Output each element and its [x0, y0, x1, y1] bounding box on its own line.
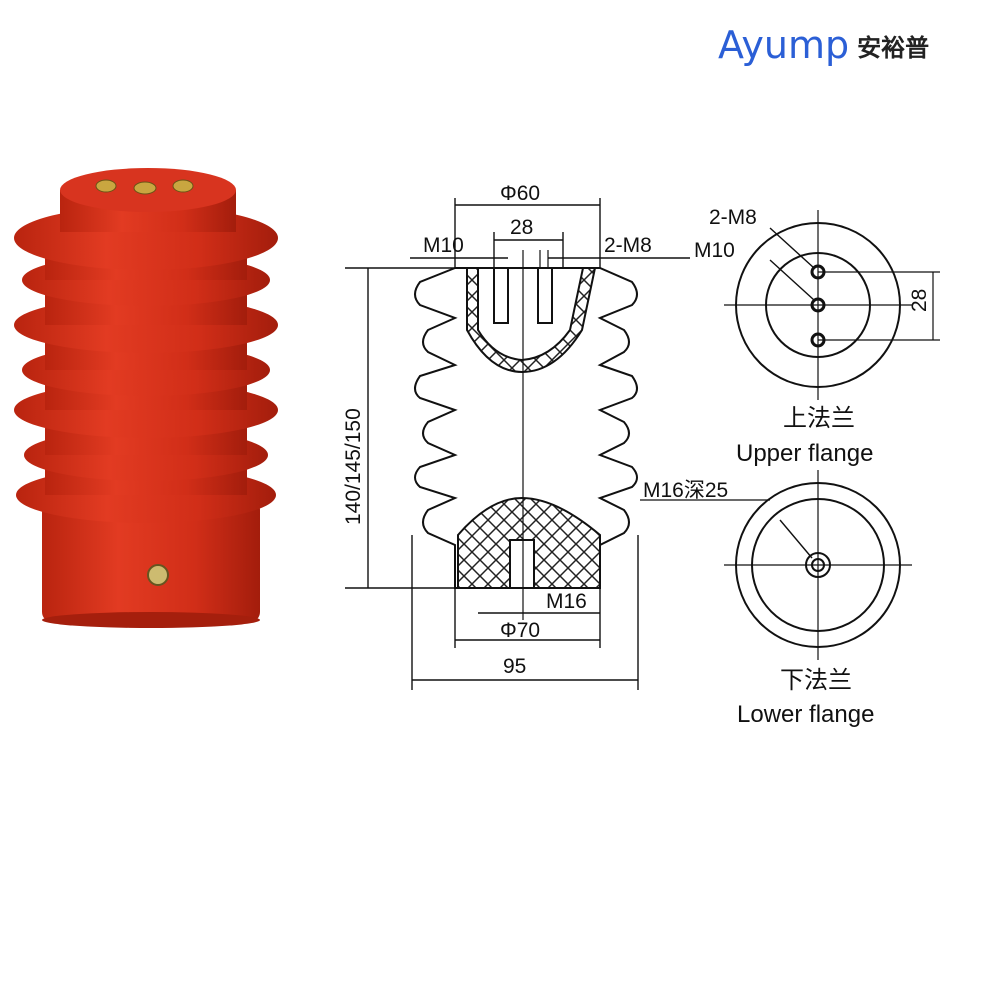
upper-m10: M10 — [694, 239, 735, 262]
logo-latin: Ayump — [718, 23, 850, 67]
upper-2m8: 2-M8 — [709, 206, 757, 229]
lower-hole-outer — [805, 552, 831, 578]
upper-flange-view — [724, 210, 940, 400]
dim-phi60: Φ60 — [500, 182, 540, 205]
dim-phi70: Φ70 — [500, 619, 540, 642]
brand-logo: Ayump 安裕普 — [718, 20, 929, 70]
upper-dim-28: 28 — [908, 289, 931, 312]
dimension-lines — [345, 198, 690, 690]
photo-insert — [95, 179, 117, 193]
dim-height: 140/145/150 — [342, 408, 365, 525]
dim-95: 95 — [503, 655, 526, 678]
lower-flange-view — [640, 470, 912, 660]
dim-m10: M10 — [423, 234, 464, 257]
logo-chinese: 安裕普 — [857, 33, 930, 62]
photo-insert — [172, 179, 194, 193]
dim-m16: M16 — [546, 590, 587, 613]
lower-caption-en: Lower flange — [737, 701, 874, 728]
dim-2m8: 2-M8 — [604, 234, 652, 257]
section-drawing — [414, 250, 638, 620]
upper-hole — [810, 297, 826, 313]
lower-caption-cn: 下法兰 — [780, 667, 852, 694]
photo-side-screw — [147, 564, 169, 586]
upper-caption-cn: 上法兰 — [783, 405, 855, 432]
photo-base — [42, 500, 260, 622]
lower-m16: M16深25 — [643, 479, 728, 502]
upper-caption-en: Upper flange — [736, 440, 873, 467]
lower-hole-inner — [811, 558, 825, 572]
dim-28-top: 28 — [510, 216, 533, 239]
insulator-photo — [14, 168, 278, 628]
photo-insert — [133, 181, 157, 195]
